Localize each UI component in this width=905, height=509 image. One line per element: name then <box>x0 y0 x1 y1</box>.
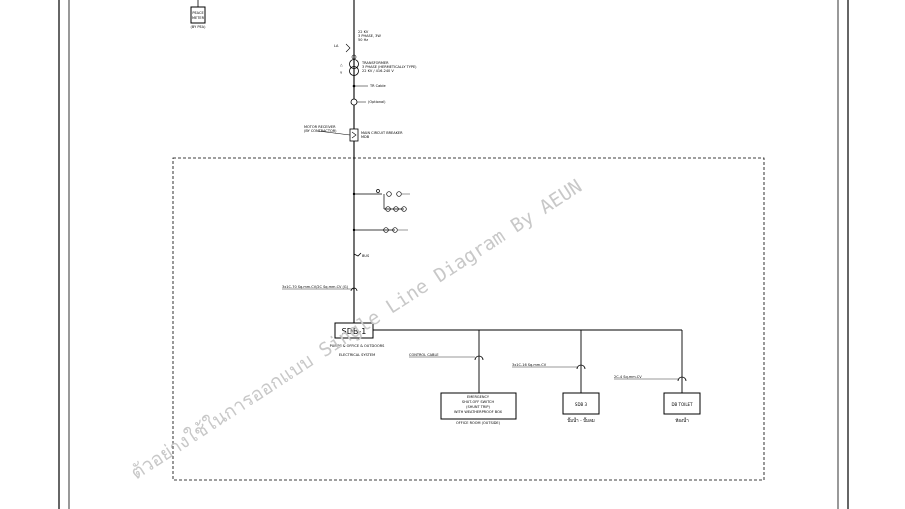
feeder-cable: 3x1C-70 Sq.mm.CV/2C Sq.mm.CV (G) <box>282 285 358 292</box>
sdb-1-panel: SDB-1 PUMPS & OFFICE & OUTDOORS ELECTRIC… <box>330 322 385 357</box>
db-toilet-branch: 2C-4 Sq.mm.CV DB TOILET ห้องน้ำ <box>614 330 701 424</box>
meter-label-1: PEACE <box>192 11 203 15</box>
dashed-boundary <box>172 157 765 481</box>
svg-text:WITH WEATHERPROOF BOX: WITH WEATHERPROOF BOX <box>454 410 503 414</box>
sdb-1-caption: PUMPS & OFFICE & OUTDOORS <box>330 344 385 348</box>
drawing-frame <box>58 0 849 509</box>
emergency-line1: EMERGENCY <box>467 395 490 399</box>
transformer-label: TRANSFORMER <box>361 61 389 65</box>
svg-text:BUS: BUS <box>362 254 370 258</box>
db-toilet-cable-label: 2C-4 Sq.mm.CV <box>614 375 642 379</box>
svg-text:△: △ <box>340 63 343 67</box>
meter-sub-label: (BY PEA) <box>191 25 207 29</box>
sdb-3-label: SDB 3 <box>575 402 588 407</box>
svg-text:22 KV: 22 KV <box>358 30 369 34</box>
meter-label-2: METER <box>192 16 205 20</box>
svg-text:ELECTRICAL SYSTEM: ELECTRICAL SYSTEM <box>339 353 375 357</box>
hv-annotation: 22 KV 3 PHASE, 3W 50 Hz LA <box>334 30 381 60</box>
sdb-3-branch: 3x1C-16 Sq.mm.CV SDB 3 ปั๊มน้ำ - ปั๊มลม <box>512 330 600 424</box>
sdb-3-cable-label: 3x1C-16 Sq.mm.CV <box>512 363 547 367</box>
main-circuit-breaker: MOTOR RECEIVER (BY CONTRACTOR) MAIN CIRC… <box>304 125 403 142</box>
svg-text:MAIN CIRCUIT BREAKER: MAIN CIRCUIT BREAKER <box>361 131 403 135</box>
control-cable-label: CONTROL CABLE <box>409 353 439 357</box>
tr-cable: TR Cable <box>352 84 386 88</box>
svg-text:50 Hz: 50 Hz <box>358 38 368 42</box>
svg-text:(Optional): (Optional) <box>368 100 386 104</box>
svg-text:Y: Y <box>340 71 343 75</box>
meter-taps <box>353 189 410 257</box>
svg-text:LA: LA <box>334 44 339 48</box>
svg-text:SHUT-OFF SWITCH: SHUT-OFF SWITCH <box>462 400 495 404</box>
svg-text:TR Cable: TR Cable <box>369 84 386 88</box>
svg-text:(BY CONTRACTOR): (BY CONTRACTOR) <box>304 129 337 133</box>
svg-text:3x1C-70 Sq.mm.CV/2C Sq.mm.CV (: 3x1C-70 Sq.mm.CV/2C Sq.mm.CV (G) <box>282 285 349 289</box>
db-toilet-label: DB TOILET <box>671 402 693 407</box>
emergency-branch: CONTROL CABLE EMERGENCY SHUT-OFF SWITCH … <box>409 330 517 425</box>
svg-text:3 PHASE, 3W: 3 PHASE, 3W <box>358 34 381 38</box>
db-toilet-caption: ห้องน้ำ <box>675 417 689 424</box>
transformer-symbol: TRANSFORMER 3 PHASE (HERMETICALLY TYPE) … <box>340 59 417 76</box>
optional-meter-symbol: (Optional) <box>350 98 386 106</box>
emergency-caption: OFFICE ROOM (OUTSIDE) <box>456 421 501 425</box>
svg-text:22 KV / 416-240 V: 22 KV / 416-240 V <box>362 69 394 73</box>
svg-text:(SHUNT TRIP): (SHUNT TRIP) <box>466 405 490 409</box>
svg-text:3 PHASE (HERMETICALLY TYPE): 3 PHASE (HERMETICALLY TYPE) <box>362 65 417 69</box>
bus-marker: BUS <box>352 192 370 258</box>
sdb-1-label: SDB-1 <box>342 327 367 336</box>
sdb-3-caption: ปั๊มน้ำ - ปั๊มลม <box>567 417 594 424</box>
svg-text:MOTOR RECEIVER: MOTOR RECEIVER <box>304 125 336 129</box>
peace-meter-symbol: PEACE METER (BY PEA) <box>190 0 207 29</box>
svg-text:MDB: MDB <box>361 135 370 139</box>
